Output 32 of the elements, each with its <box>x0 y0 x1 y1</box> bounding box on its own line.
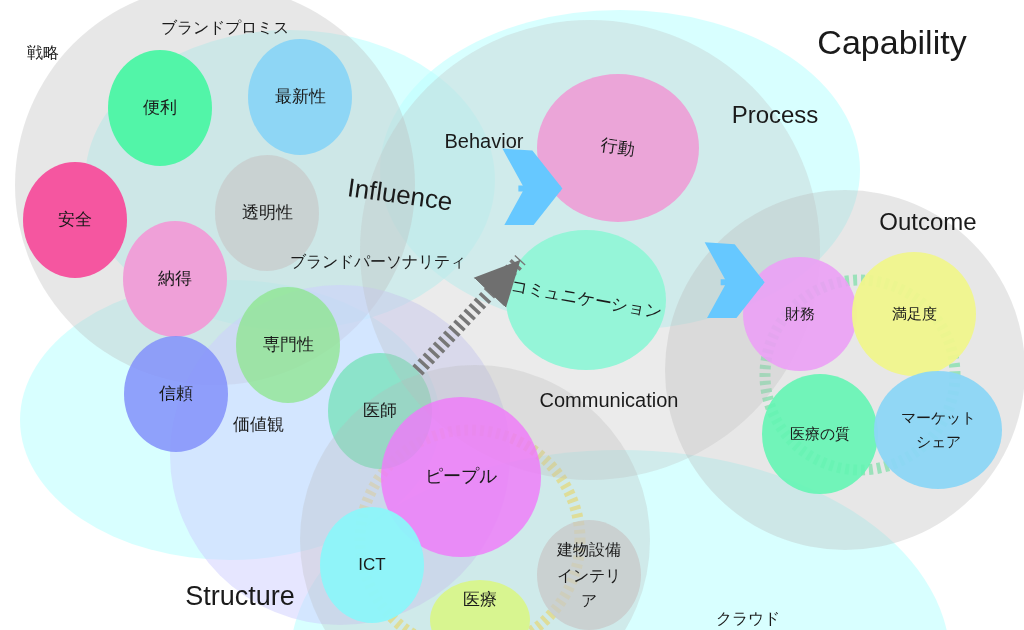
heading: Outcome <box>879 207 977 237</box>
bubble-label: 医療の質 <box>790 425 850 443</box>
heading: ブランドプロミス <box>161 18 289 38</box>
bubble-label: ピープル <box>425 466 497 488</box>
bubble-label: 安全 <box>58 209 92 231</box>
bubble-label: 満足度 <box>891 305 937 323</box>
bubble-label: 医療 <box>463 589 497 611</box>
bubble-label: 便利 <box>143 97 177 119</box>
bubble-label: 透明性 <box>241 202 293 224</box>
bubble-label: 医師 <box>363 400 397 422</box>
heading: Communication <box>539 388 679 412</box>
heading: 価値観 <box>232 414 284 436</box>
bubble-label: 財務 <box>785 305 815 323</box>
heading: Behavior <box>444 129 524 153</box>
bubble-label: コミュニケーション <box>508 276 664 324</box>
heading: Process <box>731 100 819 130</box>
heading: 戦略 <box>27 43 59 63</box>
heading: ブランドパーソナリティ <box>290 252 466 272</box>
bubble-label: マーケットシェア <box>899 408 977 452</box>
bubble-label: 行動 <box>599 135 637 161</box>
title: Capability <box>817 21 967 63</box>
hatched-arrow <box>412 255 526 376</box>
heading: Influence <box>345 172 455 218</box>
bubble-label: ICT <box>358 554 386 576</box>
bubble-label: 納得 <box>158 268 192 290</box>
heading: Structure <box>185 579 295 613</box>
bubble-label: 信頼 <box>159 383 193 405</box>
bubble-label: 建物設備インテリア <box>556 539 622 611</box>
heading: クラウド <box>716 609 780 629</box>
bubble <box>762 374 878 494</box>
bubble-label: 専門性 <box>262 334 314 356</box>
bubble-label: 最新性 <box>274 86 326 108</box>
